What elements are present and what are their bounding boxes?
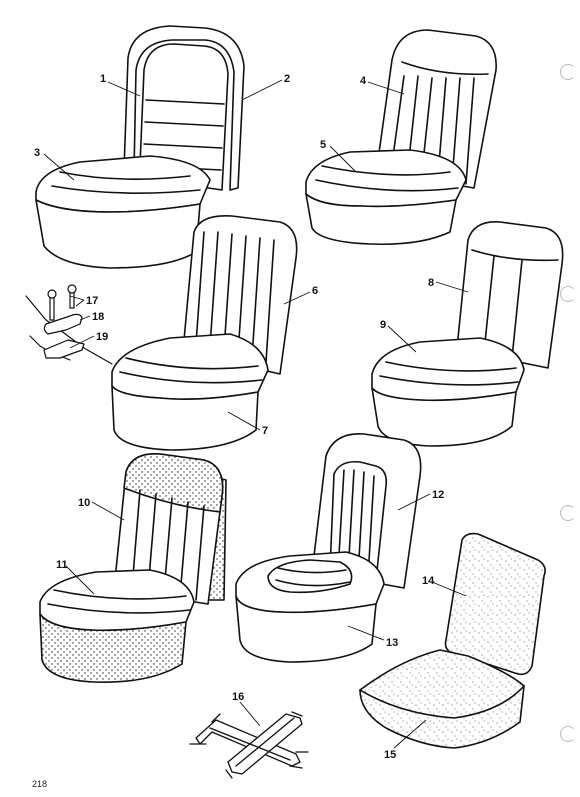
punch-hole (560, 286, 576, 302)
callout-12: 12 (432, 489, 444, 501)
bolt-head (67, 284, 77, 294)
callout-9: 9 (380, 319, 386, 331)
callout-7: 7 (262, 425, 268, 437)
backrest (457, 221, 564, 369)
seat-b (305, 29, 497, 246)
page-number: 218 (32, 779, 48, 789)
callout-13: 13 (386, 637, 398, 649)
punch-hole (560, 64, 576, 80)
seat-base (235, 595, 377, 663)
callouts: 1 2 3 4 5 6 7 8 9 10 11 12 13 14 15 16 1… (34, 73, 444, 761)
backrest-panel (329, 460, 388, 581)
callout-16: 16 (232, 691, 244, 703)
foam-seat-pad (359, 649, 525, 749)
seat-f (235, 433, 422, 663)
backrest-frame (123, 25, 245, 191)
callout-17: 17 (86, 295, 98, 307)
callout-14: 14 (422, 575, 435, 587)
seat-cushion (35, 155, 211, 213)
backrest (139, 43, 229, 191)
callout-15: 15 (384, 749, 396, 761)
callout-8: 8 (428, 277, 434, 289)
seat-base (39, 613, 187, 683)
seat-a (35, 25, 245, 269)
callout-4: 4 (360, 75, 367, 87)
callout-18: 18 (92, 311, 104, 323)
clip (43, 339, 85, 359)
seat-e (39, 453, 227, 683)
seat-cushion (39, 569, 195, 632)
foam-backrest-pad (444, 532, 546, 676)
callout-3: 3 (34, 147, 40, 159)
seat-base (111, 385, 259, 451)
callout-11: 11 (56, 559, 68, 571)
callout-5: 5 (320, 139, 326, 151)
backrest-top (123, 453, 224, 513)
bolt (49, 295, 55, 321)
seat-cushion (305, 149, 467, 208)
callout-6: 6 (312, 285, 318, 297)
hardware (25, 284, 113, 365)
callout-10: 10 (78, 497, 90, 509)
spring-straps (189, 711, 309, 779)
callout-19: 19 (96, 331, 108, 343)
callout-2: 2 (284, 73, 290, 85)
backrest (377, 29, 497, 189)
seat-base (305, 193, 457, 246)
punch-hole (560, 726, 576, 742)
punch-hole (560, 505, 576, 521)
seat-c (111, 215, 298, 451)
bracket (43, 313, 83, 335)
callout-1: 1 (100, 73, 106, 85)
seat-d (371, 221, 564, 447)
bolt-head (47, 289, 57, 299)
